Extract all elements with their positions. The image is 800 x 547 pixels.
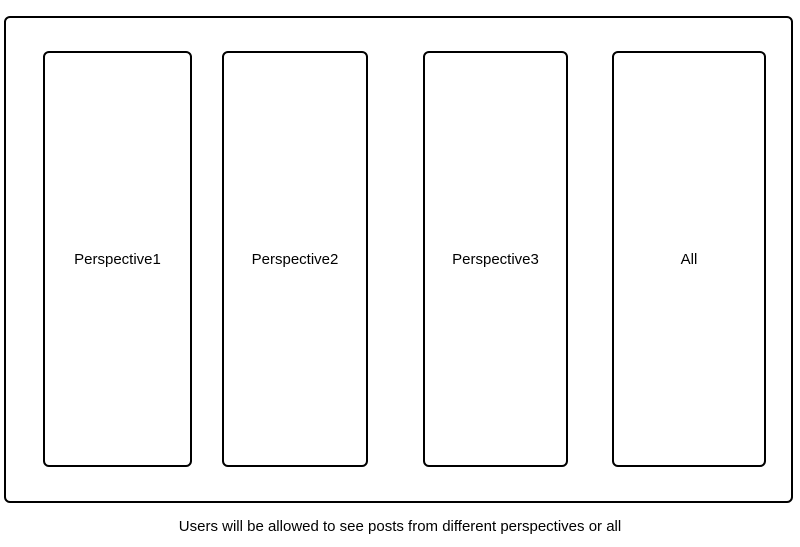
perspective-panel-1[interactable]: Perspective1 [43, 51, 192, 467]
perspective-panel-3-label: Perspective3 [452, 250, 539, 268]
perspective-panel-1-label: Perspective1 [74, 250, 161, 268]
perspective-panel-all[interactable]: All [612, 51, 766, 467]
diagram-caption: Users will be allowed to see posts from … [178, 518, 622, 535]
perspective-panel-2-label: Perspective2 [251, 250, 339, 268]
perspectives-container-frame: Perspective1 Perspective2 Perspective3 A… [4, 16, 793, 503]
perspective-panel-all-label: All [680, 250, 698, 268]
perspective-panel-2[interactable]: Perspective2 [222, 51, 368, 467]
perspective-panel-3[interactable]: Perspective3 [423, 51, 568, 467]
